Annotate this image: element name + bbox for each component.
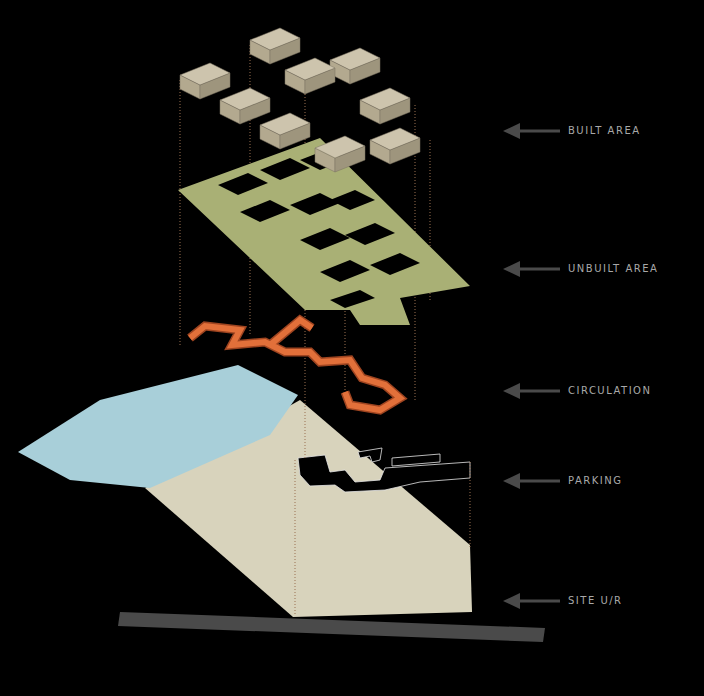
parking-shapes: [298, 448, 470, 492]
layer-label: BUILT AREA: [568, 124, 641, 138]
water-body: [18, 365, 298, 488]
circulation-path: [190, 320, 400, 410]
building-footprints: [218, 153, 420, 308]
label-arrows: [503, 123, 560, 609]
projection-lines: [180, 45, 470, 615]
unbuilt-plane: [178, 138, 470, 325]
ground-bar: [118, 612, 545, 642]
layer-label: SITE U/R: [568, 594, 623, 608]
layer-label: CIRCULATION: [568, 384, 651, 398]
layer-label: PARKING: [568, 474, 622, 488]
building-blocks: [180, 28, 420, 172]
layer-label: UNBUILT AREA: [568, 262, 658, 276]
